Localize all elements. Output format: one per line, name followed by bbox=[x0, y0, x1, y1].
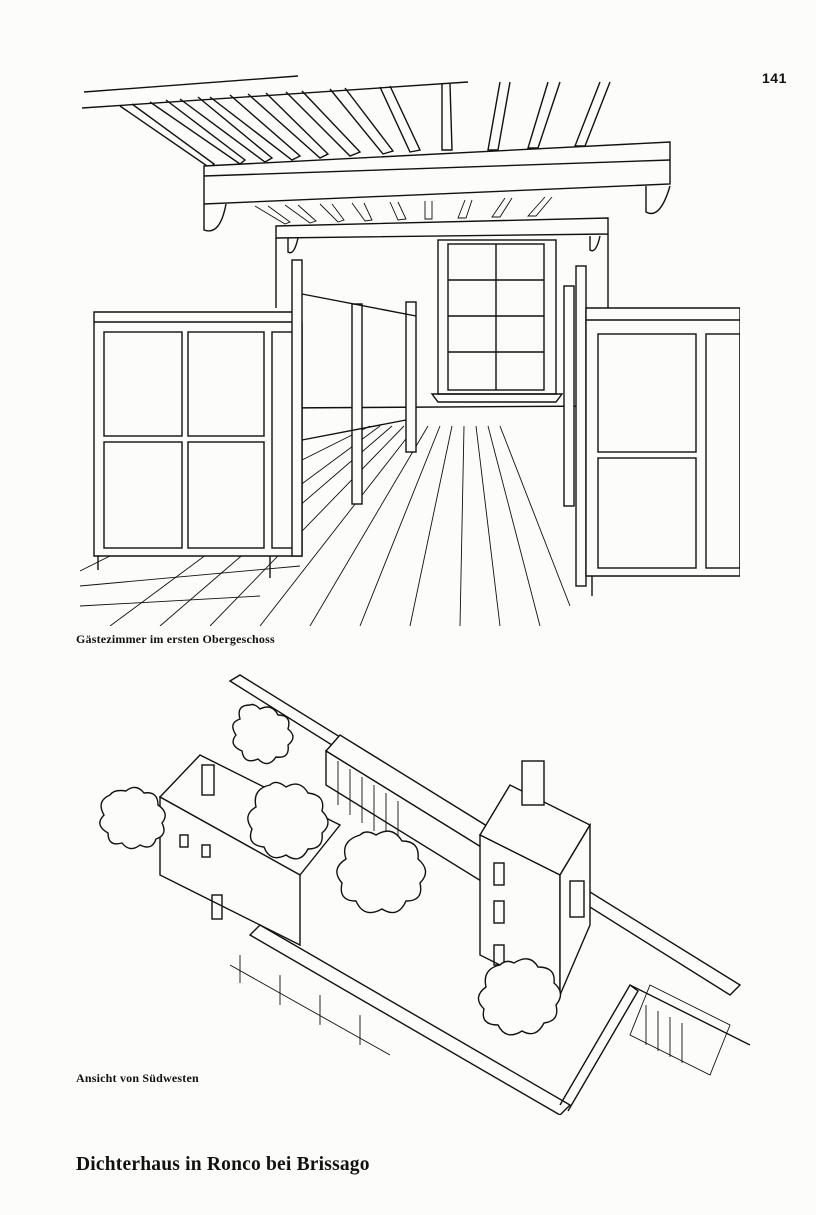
figure-caption-interior: Gästezimmer im ersten Obergeschoss bbox=[76, 632, 275, 646]
guest-room-illustration bbox=[80, 75, 740, 626]
house-axonometric-illustration bbox=[99, 674, 750, 1115]
page-number: 141 bbox=[762, 70, 787, 86]
interior-drawing bbox=[80, 66, 740, 626]
exterior-drawing bbox=[90, 665, 750, 1115]
figure-caption-exterior: Ansicht von Südwesten bbox=[76, 1071, 199, 1085]
page-title: Dichterhaus in Ronco bei Brissago bbox=[76, 1154, 370, 1175]
